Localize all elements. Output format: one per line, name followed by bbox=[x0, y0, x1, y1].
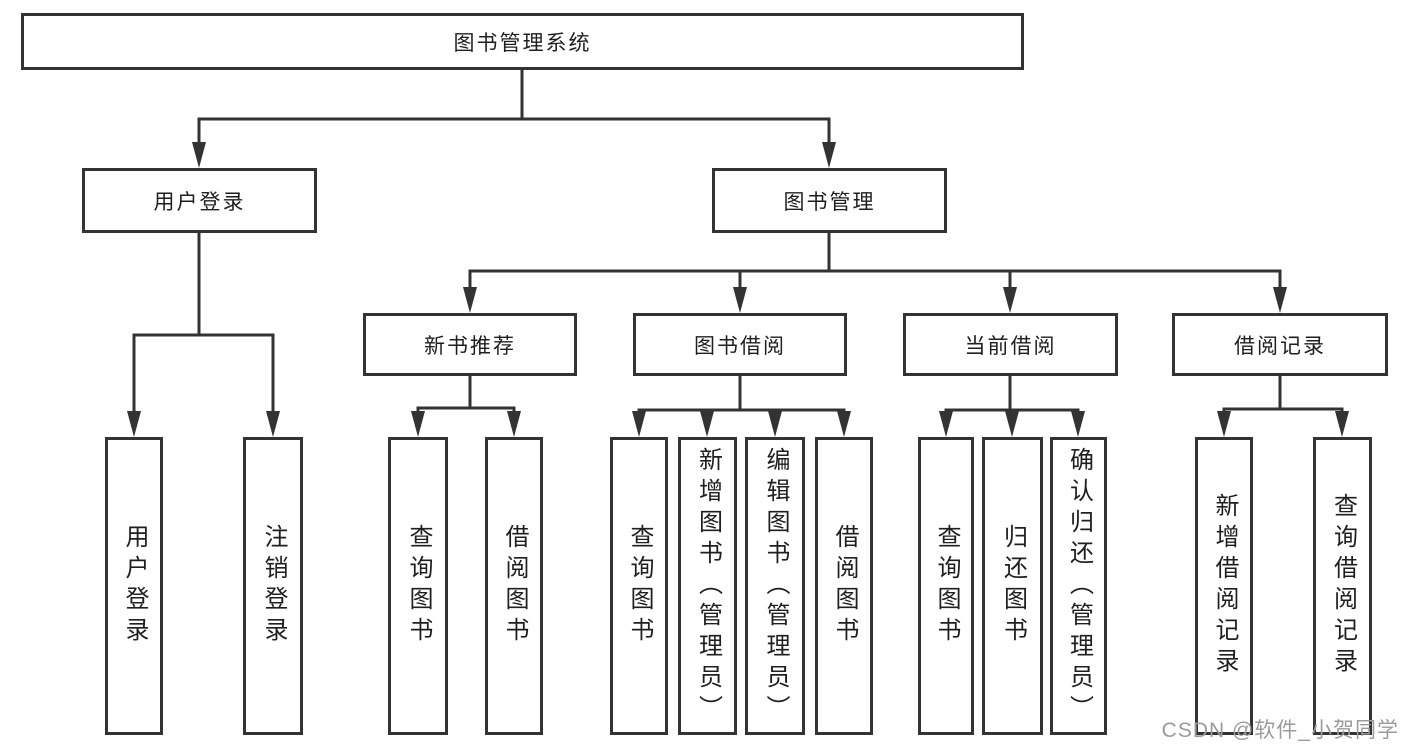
csdn-watermark: CSDN @软件_小贺同学 bbox=[1161, 719, 1399, 742]
leaf-borrowing-query-books: 查询图书 bbox=[610, 437, 668, 735]
leaf-current-confirm-return-admin: 确认归还（管理员） bbox=[1050, 437, 1107, 735]
node-new-book-recommendation: 新书推荐 bbox=[363, 313, 577, 376]
leaf-recommend-query-books: 查询图书 bbox=[388, 437, 448, 735]
leaf-recommend-borrow-books: 借阅图书 bbox=[485, 437, 543, 735]
leaf-records-add-borrow-record: 新增借阅记录 bbox=[1195, 437, 1253, 735]
node-book-management: 图书管理 bbox=[712, 168, 947, 233]
leaf-current-return-books: 归还图书 bbox=[982, 437, 1043, 735]
leaf-borrowing-add-books-admin: 新增图书（管理员） bbox=[678, 437, 737, 735]
leaf-current-query-books: 查询图书 bbox=[918, 437, 974, 735]
leaf-user-login: 用户登录 bbox=[105, 437, 163, 735]
arrowheads bbox=[127, 142, 1349, 437]
node-user-login: 用户登录 bbox=[82, 168, 317, 233]
leaf-borrowing-borrow-books: 借阅图书 bbox=[815, 437, 873, 735]
node-book-borrowing: 图书借阅 bbox=[633, 313, 847, 376]
leaf-records-query-borrow-record: 查询借阅记录 bbox=[1313, 437, 1372, 735]
node-current-borrowing: 当前借阅 bbox=[903, 313, 1118, 376]
node-borrowing-records: 借阅记录 bbox=[1172, 313, 1388, 376]
leaf-logout: 注销登录 bbox=[243, 437, 303, 735]
node-root-library-management-system: 图书管理系统 bbox=[21, 13, 1024, 70]
leaf-borrowing-edit-books-admin: 编辑图书（管理员） bbox=[745, 437, 805, 735]
